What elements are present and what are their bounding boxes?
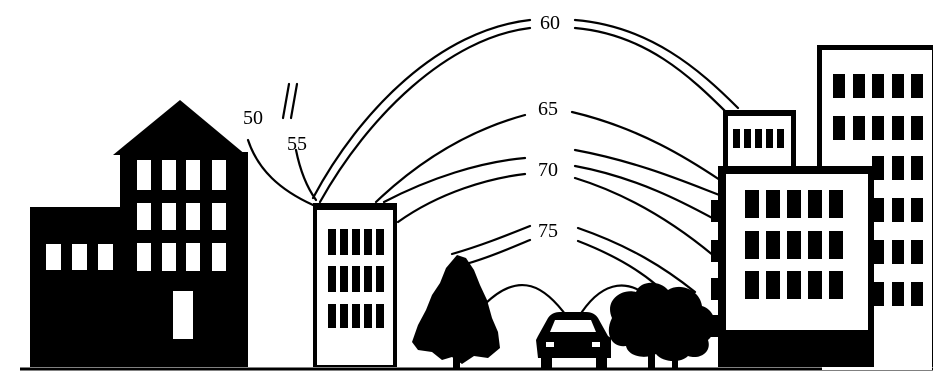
label-75: 75 (538, 220, 558, 242)
label-55: 55 (287, 133, 307, 155)
right-main-building (711, 166, 874, 367)
contour-65 (374, 110, 722, 204)
right-small-tower (723, 110, 796, 172)
label-50: 50 (243, 107, 263, 129)
label-65: 65 (538, 98, 558, 120)
label-70: 70 (538, 159, 558, 181)
contour-60 (311, 18, 740, 204)
contour-75 (450, 224, 697, 320)
label-60: 60 (540, 12, 560, 34)
contour-50 (246, 138, 315, 207)
center-building (313, 203, 397, 367)
deciduous-tree (608, 282, 716, 369)
contour-70 (382, 148, 724, 258)
conifer-tree (412, 255, 500, 369)
car (536, 312, 611, 368)
left-large-building (30, 100, 248, 367)
contour-55 (281, 82, 318, 202)
